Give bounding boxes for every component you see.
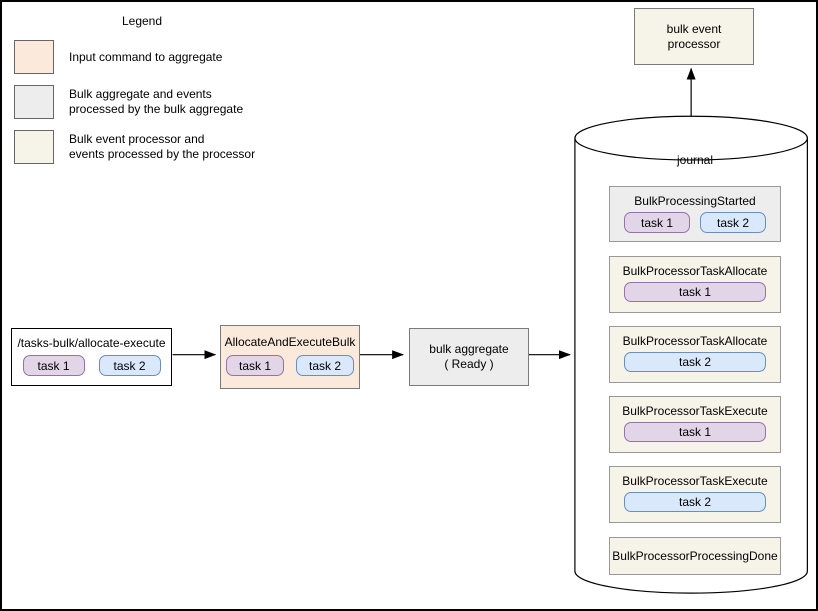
legend-label-line: events processed by the processor <box>69 147 256 161</box>
task-1-pill: task 1 <box>624 422 766 442</box>
legend-swatch-bulk-aggregate <box>14 85 54 119</box>
task-1-pill: task 1 <box>624 212 690 233</box>
bulk-aggregate-line2: ( Ready ) <box>444 357 494 371</box>
task-2-pill: task 2 <box>296 355 354 376</box>
journal-event-title: BulkProcessingStarted <box>634 194 756 208</box>
journal-event-4: BulkProcessorTaskExecute task 2 <box>609 466 781 523</box>
legend-label-line: processed by the bulk aggregate <box>69 102 244 116</box>
input-command-title: /tasks-bulk/allocate-execute <box>17 336 166 350</box>
journal-event-title: BulkProcessorTaskExecute <box>622 474 768 488</box>
journal-event-5: BulkProcessorProcessingDone <box>609 537 781 575</box>
journal-event-2: BulkProcessorTaskAllocate task 2 <box>609 326 781 383</box>
task-2-pill: task 2 <box>624 352 766 372</box>
bulk-event-processor-box: bulk event processor <box>634 8 754 65</box>
bulk-aggregate-line1: bulk aggregate <box>429 342 509 356</box>
legend-label-line: Input command to aggregate <box>69 50 223 64</box>
legend-title: Legend <box>121 14 163 28</box>
legend-swatch-input-command <box>14 40 54 74</box>
allocate-and-execute-bulk-title: AllocateAndExecuteBulk <box>224 335 356 349</box>
allocate-and-execute-bulk-box: AllocateAndExecuteBulk task 1 task 2 <box>220 325 360 389</box>
legend-label-line: Bulk aggregate and events <box>69 87 212 101</box>
task-2-pill: task 2 <box>624 492 766 512</box>
legend-swatch-processor <box>14 130 54 164</box>
bulk-event-processor-line2: processor <box>667 36 721 51</box>
task-1-pill: task 1 <box>624 282 766 302</box>
journal-event-1: BulkProcessorTaskAllocate task 1 <box>609 256 781 313</box>
journal-label: journal <box>676 153 714 167</box>
task-2-pill: task 2 <box>98 355 161 376</box>
bulk-aggregate-box: bulk aggregate ( Ready ) <box>409 328 529 386</box>
journal-event-title: BulkProcessorTaskAllocate <box>622 264 768 278</box>
bulk-event-processor-line1: bulk event <box>666 21 722 36</box>
journal-event-title: BulkProcessorProcessingDone <box>612 549 778 563</box>
legend-label-processor: Bulk event processor and events processe… <box>69 132 255 162</box>
task-2-pill: task 2 <box>700 212 766 233</box>
legend-label-line: Bulk event processor and <box>69 132 205 146</box>
journal-event-0: BulkProcessingStarted task 1 task 2 <box>609 186 781 242</box>
task-1-pill: task 1 <box>22 355 85 376</box>
legend-label-input-command: Input command to aggregate <box>69 50 222 65</box>
input-command-box: /tasks-bulk/allocate-execute task 1 task… <box>11 328 172 386</box>
journal-event-3: BulkProcessorTaskExecute task 1 <box>609 396 781 453</box>
task-1-pill: task 1 <box>226 355 284 376</box>
journal-event-title: BulkProcessorTaskAllocate <box>622 334 768 348</box>
legend-label-bulk-aggregate: Bulk aggregate and events processed by t… <box>69 87 243 117</box>
journal-event-title: BulkProcessorTaskExecute <box>622 404 768 418</box>
